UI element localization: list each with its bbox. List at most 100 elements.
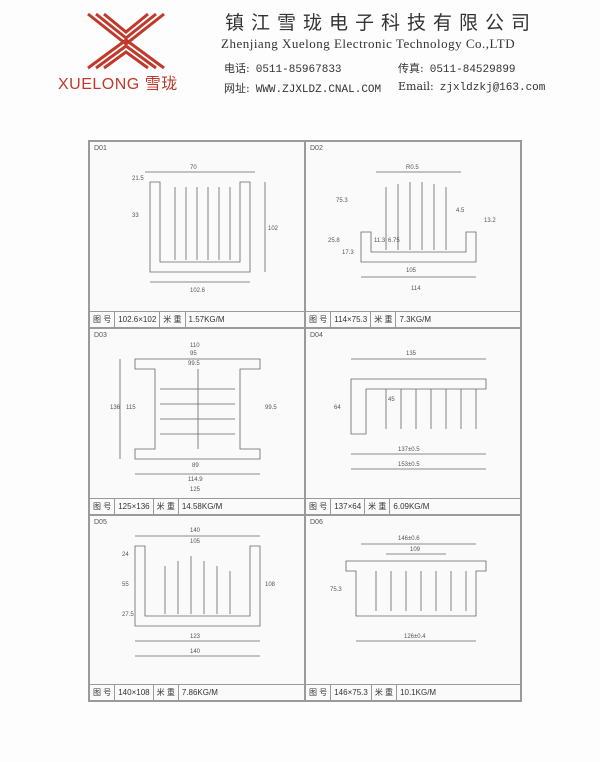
profile-size: 146×75.3: [331, 685, 372, 700]
dim-label: 137±0.5: [398, 447, 420, 453]
profile-spec-row: 图 号 102.6×102 米 重 1.57KG/M: [90, 311, 304, 327]
website-value[interactable]: WWW.ZJXLDZ.CNAL.COM: [255, 84, 382, 96]
website-line: 网址: WWW.ZJXLDZ.CNAL.COM: [224, 80, 381, 96]
profile-code: D06: [310, 519, 323, 526]
dim-label: 126±0.4: [404, 634, 426, 640]
dim-label: 105: [190, 539, 201, 545]
weight-label: 米 重: [371, 312, 397, 327]
dim-label: 99.5: [265, 405, 277, 411]
weight-label: 米 重: [372, 685, 398, 700]
dim-label: 114: [411, 286, 421, 292]
profile-catalog-sheet: D01 70 21.5 33 102 102.6 图 号 102.6×102 米…: [88, 140, 522, 702]
dim-label: 102.6: [190, 288, 206, 294]
dim-label: R0.5: [406, 165, 419, 171]
profile-spec-row: 图 号 137×64 米 重 6.09KG/M: [306, 498, 520, 514]
profile-weight: 10.1KG/M: [400, 688, 437, 697]
profile-size: 102.6×102: [115, 312, 161, 327]
dim-label: 115: [126, 405, 136, 411]
dim-label: 13.2: [484, 218, 496, 224]
figure-no-label: 图 号: [306, 499, 332, 514]
dim-label: 4.5: [456, 208, 465, 214]
dim-label: 24: [122, 552, 129, 558]
dim-label: 105: [406, 268, 417, 274]
phone-label: 电话:: [224, 62, 250, 75]
fax-line: 传真: 0511-84529899: [398, 60, 516, 76]
dim-label: 64: [334, 405, 341, 411]
dim-label: 17.3: [342, 250, 354, 256]
heatsink-d04-drawing: 135 64 45 137±0.5 153±0.5: [334, 351, 487, 470]
phone-line: 电话: 0511-85967833: [224, 60, 342, 76]
dim-label: 136: [110, 405, 121, 411]
profile-weight: 1.57KG/M: [188, 315, 225, 324]
figure-no-label: 图 号: [90, 685, 116, 700]
website-label: 网址:: [224, 82, 250, 95]
company-name-cn: 镇江雪珑电子科技有限公司: [225, 12, 538, 34]
figure-no-label: 图 号: [306, 685, 332, 700]
dim-label: 55: [122, 582, 129, 588]
dim-label: 135: [406, 351, 417, 357]
profile-spec-row: 图 号 125×136 米 重 14.58KG/M: [90, 498, 304, 514]
dim-label: 25.8: [328, 238, 340, 244]
profile-cell-d03: D03 110 95 99.5 136 115 99.5 89 114.9 12…: [89, 328, 305, 515]
profile-code: D04: [310, 332, 323, 339]
profile-size: 137×64: [331, 499, 366, 514]
dim-label: 102: [268, 226, 279, 232]
dim-label: 70: [190, 165, 197, 171]
profile-weight: 7.3KG/M: [399, 315, 432, 324]
profile-spec-row: 图 号 146×75.3 米 重 10.1KG/M: [306, 684, 520, 700]
dim-label: 110: [190, 343, 200, 349]
dim-label: 153±0.5: [398, 462, 420, 468]
profile-spec-row: 图 号 114×75.3 米 重 7.3KG/M: [306, 311, 520, 327]
dim-label: 21.5: [132, 176, 144, 182]
dim-label: 109: [410, 547, 421, 553]
dim-label: 75.3: [336, 198, 348, 204]
email-label: Email:: [398, 80, 434, 93]
figure-no-label: 图 号: [90, 499, 116, 514]
profile-size: 114×75.3: [331, 312, 372, 327]
xuelong-logo-icon: [87, 12, 165, 70]
dim-label: 75.3: [330, 587, 342, 593]
weight-label: 米 重: [160, 312, 186, 327]
heatsink-d06-drawing: 146±0.6 109 75.3 126±0.4: [330, 536, 487, 642]
weight-label: 米 重: [154, 685, 179, 700]
profile-size: 140×108: [115, 685, 154, 700]
profile-cell-d06: D06 146±0.6 109 75.3 126±0.4 图 号 146×75.…: [305, 515, 521, 701]
weight-label: 米 重: [154, 499, 179, 514]
fax-value: 0511-84529899: [429, 64, 516, 76]
email-line: Email: zjxldzkj@163.com: [398, 80, 545, 94]
dim-label: 140: [190, 649, 201, 655]
profile-code: D05: [94, 519, 107, 526]
dim-label: 45: [388, 397, 395, 403]
profile-code: D03: [94, 332, 107, 339]
profile-cell-d01: D01 70 21.5 33 102 102.6 图 号 102.6×102 米…: [89, 141, 305, 328]
dim-label: 140: [190, 528, 201, 534]
dim-label: 33: [132, 213, 139, 219]
profile-cell-d02: D02 R0.5 75.3 105 114 25.8 17.3 11.3 6.7…: [305, 141, 521, 328]
profile-spec-row: 图 号 140×108 米 重 7.86KG/M: [90, 684, 304, 700]
heatsink-d03-drawing: 110 95 99.5 136 115 99.5 89 114.9 125: [110, 343, 277, 493]
logo-text: XUELONG 雪珑: [58, 76, 178, 93]
dim-label: 6.75: [388, 238, 400, 244]
figure-no-label: 图 号: [90, 312, 116, 327]
profile-weight: 7.86KG/M: [181, 688, 218, 697]
phone-value: 0511-85967833: [255, 64, 342, 76]
dim-label: 146±0.6: [398, 536, 420, 542]
figure-no-label: 图 号: [306, 312, 332, 327]
email-value[interactable]: zjxldzkj@163.com: [439, 82, 546, 94]
fax-label: 传真:: [398, 62, 424, 75]
dim-label: 95: [190, 351, 197, 357]
profile-code: D02: [310, 145, 323, 152]
dim-label: 125: [190, 487, 201, 493]
profile-cell-d05: D05 140 105 24 55 108 27.5 123 140 图 号 1…: [89, 515, 305, 701]
profile-weight: 14.58KG/M: [181, 502, 223, 511]
dim-label: 11.3: [374, 238, 386, 244]
dim-label: 108: [265, 582, 276, 588]
dim-label: 99.5: [188, 361, 200, 367]
heatsink-d05-drawing: 140 105 24 55 108 27.5 123 140: [122, 528, 276, 657]
dim-label: 123: [190, 634, 201, 640]
dim-label: 27.5: [122, 612, 134, 618]
dim-label: 114.9: [188, 477, 203, 483]
weight-label: 米 重: [365, 499, 391, 514]
profile-cell-d04: D04 135 64 45 137±0.5 153±0.5 图 号 137×64…: [305, 328, 521, 515]
heatsink-d01-drawing: 70 21.5 33 102 102.6: [132, 165, 279, 294]
